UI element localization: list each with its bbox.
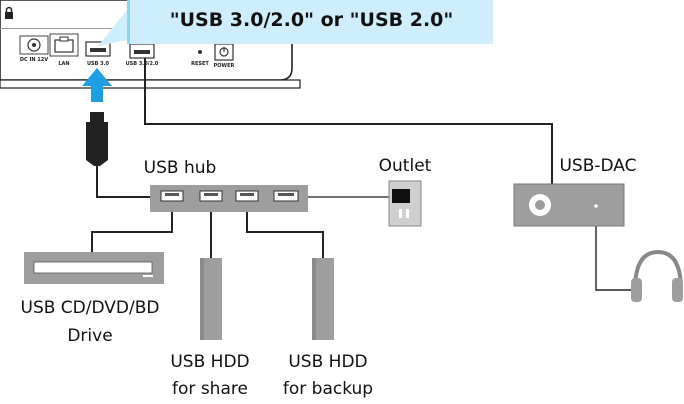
callout-pointer (98, 10, 127, 46)
usb-rear-label: USB 3.0/2.0 (125, 61, 159, 67)
dc-in-port (19, 35, 49, 55)
drive-label-line2: Drive (67, 326, 113, 346)
headphones-icon (631, 249, 683, 302)
reset-button (198, 50, 202, 54)
connect-arrow (82, 68, 112, 102)
usb-port-rear (129, 43, 155, 59)
hdd-backup-label-line1: USB HDD (288, 352, 368, 372)
usb-front-label: USB 3.0 (86, 61, 110, 67)
hdd-backup-label-line2: for backup (282, 379, 374, 399)
cable-device-to-hub (96, 166, 150, 198)
cables (91, 58, 636, 291)
hdd-share-label-line1: USB HDD (170, 352, 250, 372)
power-label: POWER (213, 63, 235, 69)
hdd-backup (312, 258, 334, 340)
callout-text: "USB 3.0/2.0" or "USB 2.0" (169, 9, 454, 31)
hdd-share-label-line2: for share (172, 379, 248, 399)
cable-hub-to-hdd-backup (246, 202, 324, 258)
outlet-icon (388, 180, 422, 227)
lan-label: LAN (58, 61, 70, 67)
hdd-share (200, 258, 222, 340)
cable-device-to-dac (144, 58, 553, 186)
outlet-label: Outlet (378, 156, 432, 176)
usb-port-front (85, 41, 111, 57)
power-button (214, 43, 234, 61)
optical-drive (24, 252, 164, 284)
lock-icon (5, 6, 13, 19)
cable-hub-to-drive (91, 202, 173, 252)
port-callout: "USB 3.0/2.0" or "USB 2.0" (127, 0, 493, 44)
dc-in-label: DC IN 12V (19, 57, 49, 63)
usb-hub-label: USB hub (143, 158, 217, 178)
cable-dac-to-headphones (595, 206, 636, 291)
lan-port (49, 33, 79, 57)
usb-dac-label: USB-DAC (559, 156, 637, 176)
reset-label: RESET (191, 61, 209, 67)
usb-plug (86, 112, 108, 166)
usb-dac (513, 183, 625, 227)
drive-label-line1: USB CD/DVD/BD (20, 298, 160, 318)
usb-hub (150, 185, 308, 212)
